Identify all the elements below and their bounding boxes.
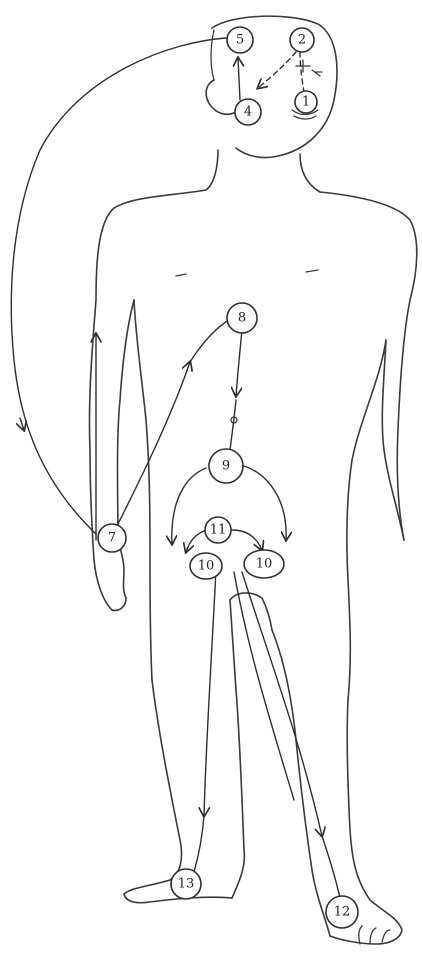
point-10-right: 10 (244, 550, 284, 578)
path-4-to-5 (238, 58, 240, 100)
path-8-to-9-tail (230, 400, 236, 450)
point-11: 11 (205, 517, 231, 543)
left-leg-inner (230, 600, 244, 898)
left-chest-mark (176, 274, 186, 276)
point-2: 2 (290, 28, 314, 52)
svg-text:8: 8 (238, 311, 246, 326)
nose-mark (312, 70, 322, 76)
path-to-13-tail (194, 816, 204, 872)
svg-text:13: 13 (178, 877, 195, 892)
body-outline (89, 16, 416, 944)
point-5: 5 (227, 27, 253, 53)
svg-text:12: 12 (334, 905, 351, 920)
point-9: 9 (209, 449, 243, 483)
neck-right (300, 154, 320, 192)
path-2-to-4 (258, 52, 296, 88)
path-to-13 (204, 570, 216, 816)
neck-left (206, 150, 218, 190)
meridian-paths (11, 38, 340, 898)
svg-text:10: 10 (198, 559, 215, 574)
right-arm-outer (320, 192, 417, 540)
svg-text:4: 4 (244, 105, 252, 120)
path-11-right (232, 530, 262, 550)
path-inner-leg (234, 572, 294, 800)
svg-text:11: 11 (210, 523, 227, 538)
arc-head-to-arm (11, 38, 226, 534)
svg-text:10: 10 (256, 557, 273, 572)
left-arm-inner (118, 300, 135, 598)
point-1: 1 (295, 91, 317, 113)
svg-text:1: 1 (302, 95, 310, 110)
point-10-left: 10 (190, 553, 222, 579)
path-11-left (186, 530, 206, 552)
point-8: 8 (227, 303, 257, 333)
point-12: 12 (326, 896, 358, 928)
point-4: 4 (235, 99, 261, 125)
path-to-12 (242, 572, 322, 836)
svg-text:9: 9 (222, 459, 230, 474)
left-leg-outer (124, 680, 232, 903)
right-leg-inner (272, 630, 330, 936)
path-8-to-9 (236, 330, 242, 396)
path-7-to-8-tail (190, 318, 232, 362)
eye-mark (296, 60, 310, 72)
path-9-right (244, 466, 286, 540)
point-7: 7 (98, 524, 126, 552)
right-chest-mark (306, 270, 318, 272)
numbered-points: 5 2 4 1 7 8 9 11 (98, 27, 358, 928)
path-7-to-8 (116, 362, 190, 528)
path-to-12-tail (322, 836, 340, 898)
ear-outline (206, 80, 236, 114)
svg-text:7: 7 (108, 531, 116, 546)
point-13: 13 (171, 869, 201, 899)
right-toes (359, 926, 390, 944)
torso-left (134, 300, 152, 680)
svg-text:2: 2 (298, 33, 306, 48)
head-back-line (211, 30, 214, 80)
svg-text:5: 5 (236, 33, 244, 48)
arc-arrowhead (20, 418, 24, 430)
torso-right (347, 340, 386, 700)
